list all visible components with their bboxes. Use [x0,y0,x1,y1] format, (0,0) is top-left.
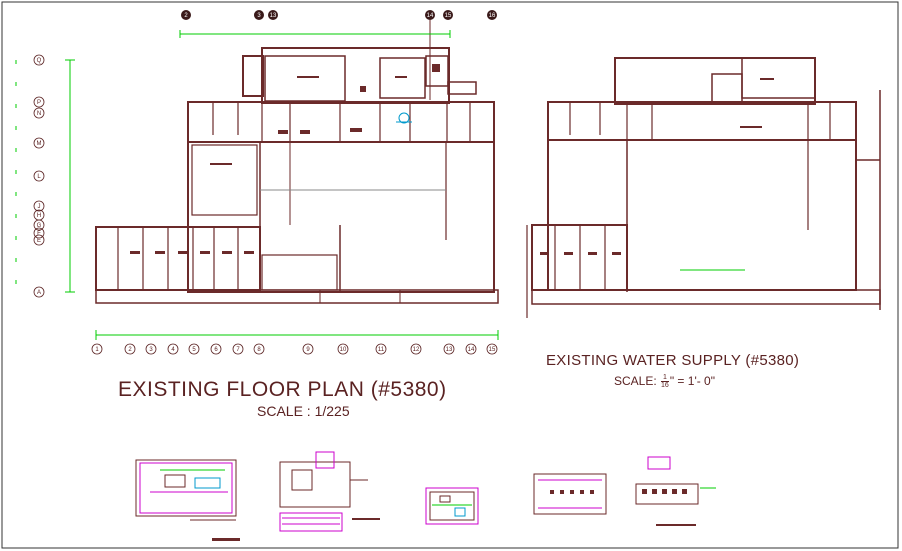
grid-bubble-label: 2 [128,347,132,353]
detail-drawing-1 [135,459,240,541]
grid-bubble-label: F [37,231,41,237]
grid-bubble-label: 2 [184,13,188,19]
water-supply-fixtures [540,78,774,255]
grid-bubbles-bottom: 1 2 3 4 5 6 7 8 9 10 11 12 13 14 15 [91,343,498,355]
grid-bubble-label: 10 [340,347,347,353]
grid-bubble-label: 3 [257,13,261,19]
existing-floor-plan [95,47,499,304]
water-scale-suffix: " = 1'- 0" [669,374,715,388]
grid-bubble-label: 16 [489,13,496,19]
grid-bubble-label: 13 [270,13,277,19]
water-supply-title: EXISTING WATER SUPPLY (#5380) [546,352,800,369]
grid-bubble-label: L [37,174,41,180]
grid-bubble-label: 14 [468,347,475,353]
water-scale-numerator: 1 [661,374,669,383]
grid-bubble-label: J [38,204,41,210]
water-scale-fraction: 1 16 [661,374,669,389]
grid-bubble-label: E [37,238,41,244]
grid-bubble-label: 7 [236,347,240,353]
grid-bubble-label: Q [37,58,42,64]
grid-bubble-label: H [37,213,41,219]
detail-drawing-2 [279,451,380,532]
grid-bubble-label: 15 [445,13,452,19]
grid-bubble-label: 4 [171,347,175,353]
grid-bubble-label: 3 [149,347,153,353]
grid-bubble-label: 1 [95,347,99,353]
grid-bubble-label: 6 [214,347,218,353]
floor-plan-fixtures [130,64,440,254]
detail-drawing-3 [425,487,479,525]
grid-bubble-label: M [37,141,42,147]
existing-water-supply-plan [526,57,881,318]
water-supply-scale: SCALE: 1 16 " = 1'- 0" [614,374,715,389]
grid-bubbles-side: Q P N M L J H G F E A [33,54,45,298]
grid-bubble-label: G [37,223,42,229]
grid-bubble-label: 13 [446,347,453,353]
floor-plan-accents [396,20,431,124]
grid-bubble-label: 12 [413,347,420,353]
grid-bubble-label: 14 [427,13,434,19]
grid-bubble-label: 11 [378,347,385,353]
floor-plan-title: EXISTING FLOOR PLAN (#5380) [118,378,447,401]
detail-drawing-4 [533,473,607,515]
grid-bubble-label: 8 [257,347,261,353]
grid-bubble-label: 15 [489,347,496,353]
water-scale-prefix: SCALE: [614,374,657,388]
floor-plan-scale: SCALE : 1/225 [257,403,350,419]
water-scale-denominator: 16 [661,382,669,390]
grid-bubble-label: 9 [306,347,310,353]
grid-bubble-label: 5 [192,347,196,353]
grid-bubbles-top: 2 3 13 14 15 16 [181,10,497,20]
grid-bubble-label: N [37,111,41,117]
grid-bubble-label: A [37,290,41,296]
detail-drawing-5 [635,456,716,526]
grid-bubble-label: P [37,100,41,106]
